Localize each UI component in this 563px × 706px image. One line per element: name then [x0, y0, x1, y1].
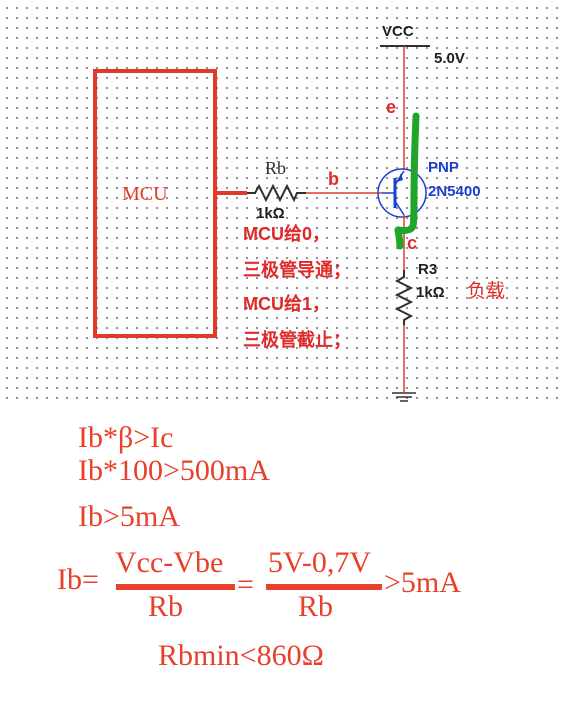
current-path-annotation [394, 112, 420, 250]
r3-value: 1kΩ [416, 284, 445, 301]
note-line-4: 三极管截止； [243, 329, 351, 350]
formula-numerator-2: 5V-0,7V [268, 546, 372, 579]
formula-numerator-1: Vcc-Vbe [115, 546, 224, 579]
formula-line-1: Ib*β>Ic [78, 421, 174, 454]
r3-resistor [394, 270, 414, 325]
formula-denominator-2: Rb [298, 590, 334, 623]
formula-gt-5ma: >5mA [384, 566, 461, 599]
note-line-1: MCU给0， [243, 223, 330, 244]
pin-b-label: b [328, 169, 339, 189]
transistor-type: PNP [428, 159, 459, 176]
note-line-3: MCU给1， [243, 293, 330, 314]
formula-equals: = [237, 568, 254, 601]
vcc-voltage: 5.0V [434, 50, 465, 67]
formula-line-3: Ib>5mA [78, 500, 180, 533]
mcu-label: MCU [122, 183, 168, 205]
note-line-2: 三极管导通； [243, 259, 351, 280]
rb-value: 1kΩ [256, 205, 285, 222]
formula-line-2: Ib*100>500mA [78, 454, 270, 487]
load-label: 负载 [467, 280, 505, 302]
fraction-bar-2 [266, 584, 382, 590]
rb-resistor [247, 183, 306, 203]
pnp-transistor [377, 168, 427, 218]
ground-symbol [392, 392, 416, 402]
transistor-model: 2N5400 [428, 183, 481, 200]
fraction-bar-1 [116, 584, 235, 590]
r3-name: R3 [418, 261, 437, 278]
formula-ib-equals: Ib= [57, 563, 99, 596]
mcu-block [93, 69, 217, 338]
rb-name: Rb [265, 158, 286, 178]
pin-c-label: c [407, 233, 417, 253]
schematic-diagram: MCU Rb 1kΩ b VCC 5.0V e PNP 2N5400 c R3 … [93, 23, 505, 402]
formula-denominator-1: Rb [148, 590, 184, 623]
pin-e-label: e [386, 97, 396, 117]
vcc-label: VCC [382, 23, 414, 40]
formula-result: Rbmin<860Ω [158, 639, 324, 672]
